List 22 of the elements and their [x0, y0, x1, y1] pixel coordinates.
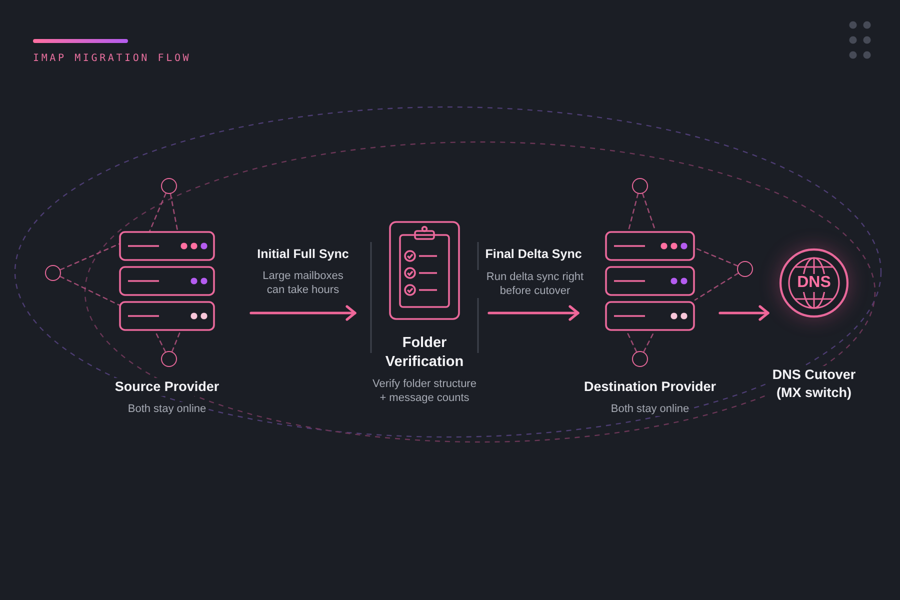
dashed-connector	[171, 330, 182, 352]
dashed-connector	[149, 192, 166, 232]
ring-icon	[161, 178, 177, 194]
node-title: Source Provider	[114, 378, 220, 396]
ring-icon	[737, 261, 753, 277]
edge-label: Final Delta Sync	[483, 246, 584, 262]
ring-icon	[45, 265, 61, 281]
edge-label: Initial Full Sync	[255, 246, 351, 262]
ring-icon	[632, 178, 648, 194]
dashed-connector	[626, 330, 638, 352]
node-caption: Both stay online	[610, 402, 690, 416]
dashed-connector	[170, 193, 178, 232]
arrow	[718, 305, 770, 321]
dashed-connector	[60, 276, 120, 306]
diagram-title: IMAP MIGRATION FLOW	[33, 52, 192, 65]
dashed-connector	[694, 272, 739, 301]
dashed-connector	[694, 247, 738, 267]
dashed-connector	[60, 243, 120, 270]
dashed-connector	[628, 193, 639, 232]
arrow	[488, 305, 580, 321]
arrow	[250, 305, 356, 321]
node-caption: Both stay online	[128, 402, 206, 416]
